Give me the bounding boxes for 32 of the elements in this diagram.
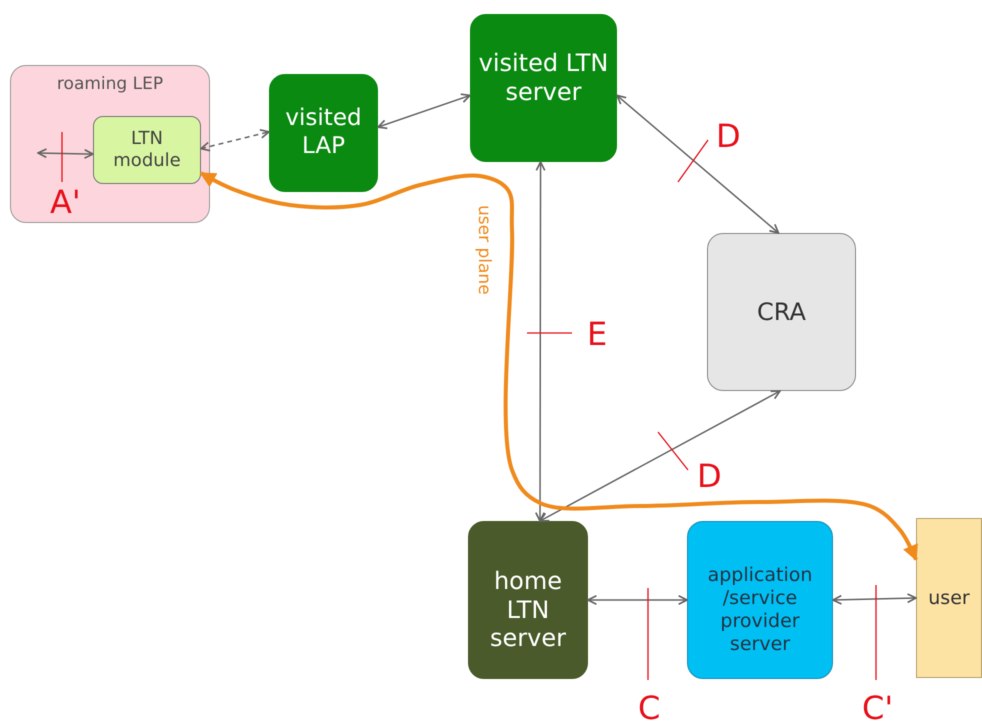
node-label: LTN module — [112, 128, 182, 172]
server-box — [269, 74, 378, 192]
node-label: user — [927, 586, 971, 610]
node-label: home LTN server — [489, 566, 567, 654]
interface-label: E — [587, 318, 608, 350]
server-box — [707, 233, 856, 391]
server-box — [470, 14, 617, 162]
server-box — [916, 518, 982, 678]
arrow — [616, 94, 780, 234]
interface-label: C' — [862, 692, 894, 724]
node-label: application /service provider server — [706, 564, 814, 656]
interface-label: C — [638, 692, 660, 724]
arrow — [377, 93, 471, 130]
arrow — [539, 390, 781, 522]
edge-label: user plane — [474, 205, 494, 295]
server-box — [687, 521, 833, 679]
node-label: visited LAP — [284, 105, 363, 161]
node-label: visited LTN server — [478, 49, 610, 107]
node-label: CRA — [756, 298, 807, 326]
arrow — [37, 148, 94, 159]
interface-label: A' — [50, 186, 81, 218]
interface-label: D — [716, 120, 741, 152]
arrow — [534, 161, 546, 522]
module-box — [93, 116, 201, 184]
dashed-arrow — [200, 128, 270, 152]
server-box — [468, 521, 588, 679]
device-box — [10, 65, 210, 223]
arrow — [832, 593, 917, 605]
arrow — [587, 594, 688, 606]
user-plane-path — [200, 171, 918, 562]
interface-label: D — [697, 460, 722, 492]
node-label: roaming LEP — [56, 74, 164, 94]
